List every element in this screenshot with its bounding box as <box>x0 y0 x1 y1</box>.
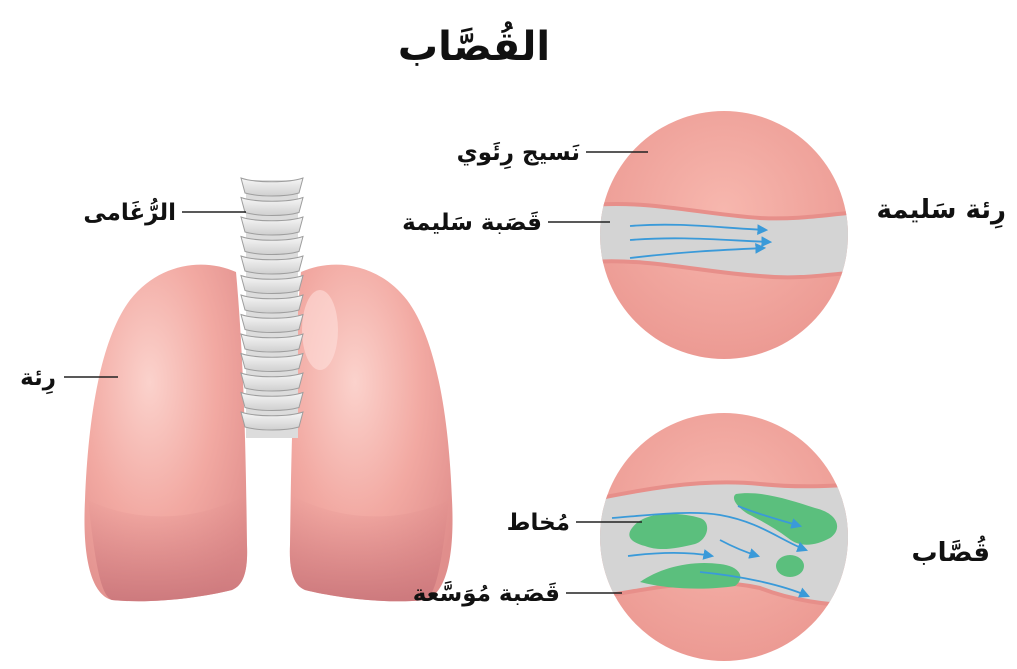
mucus-label: مُخاط <box>507 510 570 536</box>
diagram-title: القُصَّاب <box>398 20 550 70</box>
trachea <box>241 178 303 438</box>
lungs-illustration <box>84 178 452 601</box>
trachea-label: الرُّغَامى <box>83 198 176 226</box>
healthy-panel-label: رِئة سَليمة <box>876 195 1006 229</box>
bronchiectasis-circle <box>590 413 860 661</box>
mucus-blob <box>776 555 804 577</box>
healthy-airway-circle <box>590 111 860 359</box>
bronchiectasis-panel-label: قُصَّاب <box>911 536 990 568</box>
dilated-bronchus-label: قَصَبة مُوَسَّعة <box>413 580 560 607</box>
healthy-bronchus-label: قَصَبة سَليمة <box>402 210 542 236</box>
lung-label: رِئة <box>20 365 56 395</box>
lung-tissue-label: نَسيج رِئَوي <box>457 140 581 170</box>
